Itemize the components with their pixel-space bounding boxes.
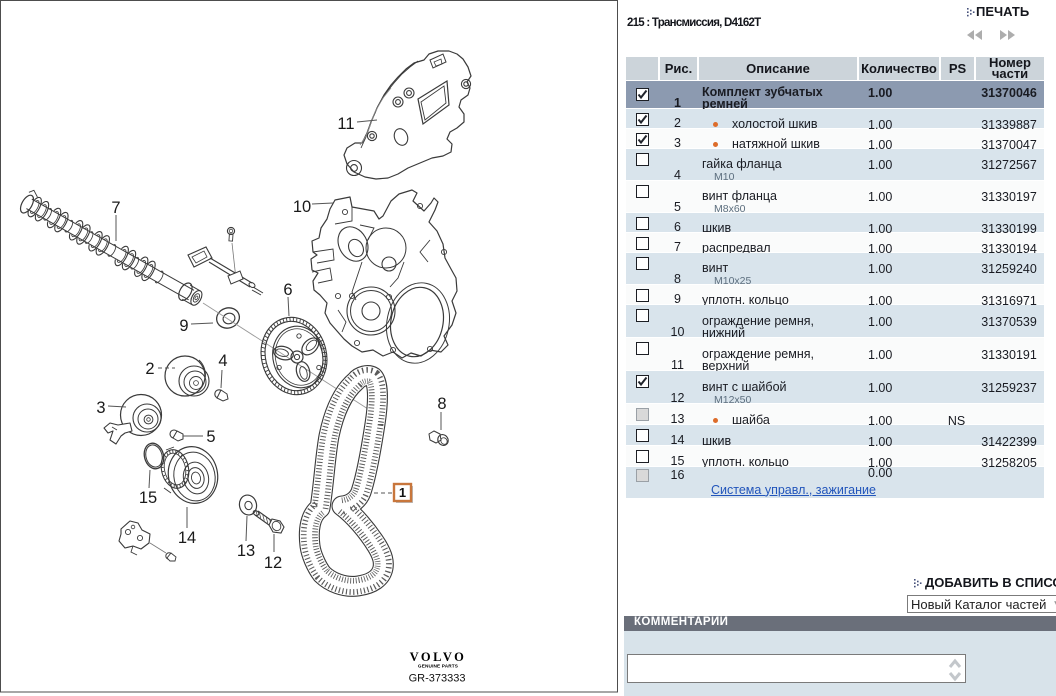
svg-text:1: 1 xyxy=(399,485,406,500)
svg-text:9: 9 xyxy=(179,317,188,335)
svg-text:3: 3 xyxy=(96,399,105,417)
svg-text:6: 6 xyxy=(283,281,292,299)
svg-text:8: 8 xyxy=(437,395,446,413)
svg-text:15: 15 xyxy=(139,489,157,507)
svg-text:7: 7 xyxy=(111,199,120,217)
svg-text:11: 11 xyxy=(337,115,354,133)
svg-text:5: 5 xyxy=(206,428,215,446)
svg-text:VOLVO: VOLVO xyxy=(410,650,467,664)
svg-text:GENUINE PARTS: GENUINE PARTS xyxy=(418,664,458,669)
svg-text:10: 10 xyxy=(293,198,311,216)
svg-text:GR-373333: GR-373333 xyxy=(409,673,466,685)
svg-text:12: 12 xyxy=(264,554,282,572)
svg-text:14: 14 xyxy=(178,529,196,547)
svg-text:4: 4 xyxy=(218,352,227,370)
svg-text:13: 13 xyxy=(237,542,255,560)
svg-text:2: 2 xyxy=(145,360,154,378)
